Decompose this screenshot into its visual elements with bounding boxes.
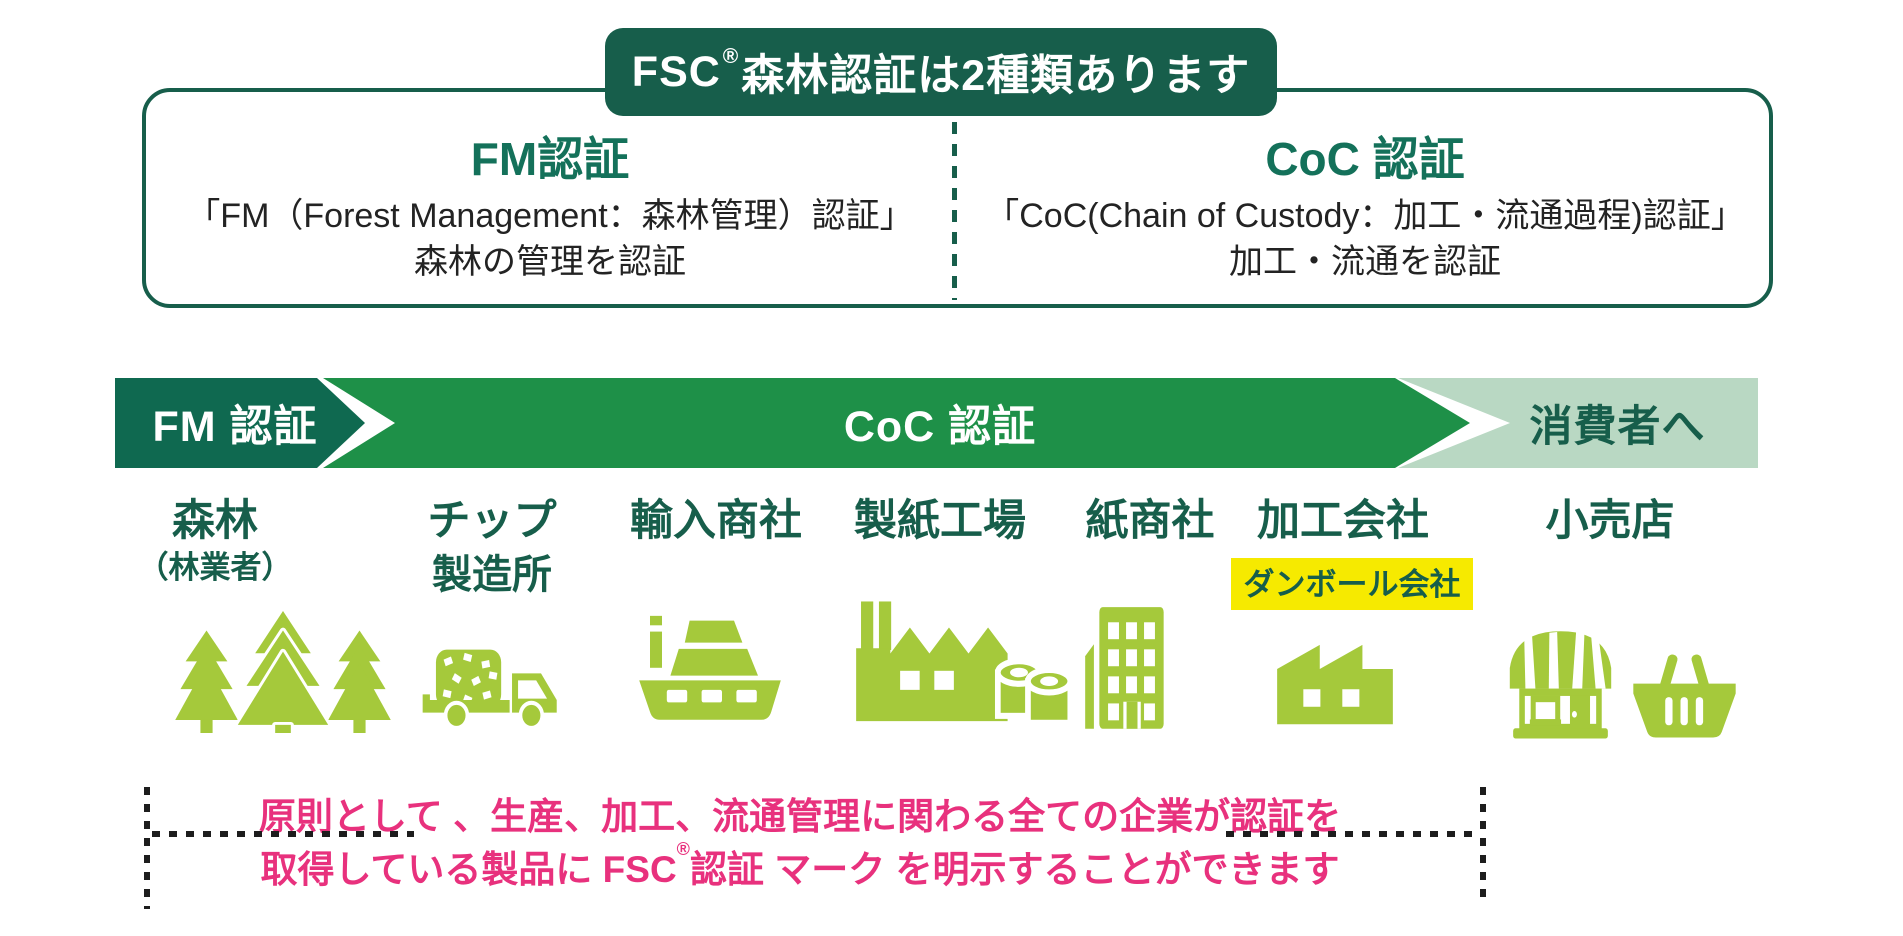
processing-factory-icon bbox=[1268, 630, 1402, 731]
coverage-bracket-right-vertical bbox=[1480, 787, 1486, 905]
fm-arrow-shape bbox=[115, 378, 365, 468]
title-badge: FSC®森林認証は2種類あります bbox=[605, 28, 1277, 116]
fm-band-label: FM 認証 bbox=[152, 403, 318, 451]
retail-store-icon bbox=[1502, 621, 1619, 740]
chip-truck-icon bbox=[413, 630, 570, 735]
office-building-icon bbox=[1083, 602, 1192, 733]
footnote-registered-mark: ® bbox=[676, 839, 690, 860]
stage-import-trader: 輸入商社 bbox=[556, 497, 876, 545]
stage-import-trader-label: 輸入商社 bbox=[630, 497, 802, 545]
stage-chip-mill: チップ 製造所 bbox=[332, 497, 652, 599]
fm-description-line1: 「FM（Forest Management：森林管理）認証」 bbox=[186, 197, 914, 235]
stage-forest: 森林 （林業者） bbox=[55, 497, 375, 586]
stage-processing-company: 加工会社 bbox=[1183, 497, 1503, 545]
coverage-bracket-left-horizontal bbox=[152, 831, 414, 837]
stage-retail-store: 小売店 bbox=[1450, 497, 1770, 545]
fm-description-line2: 森林の管理を認証 bbox=[414, 242, 686, 281]
consumer-band-shape bbox=[1398, 378, 1758, 468]
coc-certification-panel: CoC 認証 「CoC(Chain of Custody：加工・流通過程)認証」… bbox=[961, 92, 1769, 304]
stage-forest-sublabel: （林業者） bbox=[137, 550, 293, 586]
registered-mark: ® bbox=[722, 45, 740, 68]
forest-trees-icon bbox=[170, 611, 396, 733]
title-badge-text-rest: 森林認証は2種類あります bbox=[741, 52, 1251, 100]
coc-heading: CoC 認証 bbox=[1265, 133, 1465, 185]
cargo-ship-icon bbox=[632, 608, 788, 726]
flow-arrow-band bbox=[115, 378, 1758, 468]
stage-paper-trader-label: 紙商社 bbox=[1085, 497, 1215, 545]
cardboard-company-highlight: ダンボール会社 bbox=[1231, 558, 1473, 610]
footnote-line2-post: 認証 マーク を明示することができます bbox=[689, 848, 1340, 890]
title-badge-text: FSC bbox=[631, 47, 721, 96]
stage-chip-label: チップ bbox=[427, 497, 557, 545]
consumer-band-label: 消費者へ bbox=[1529, 403, 1706, 451]
stage-paper-mill-label: 製紙工場 bbox=[854, 497, 1026, 545]
stage-forest-label: 森林 bbox=[172, 497, 258, 545]
footnote-line2-pre: 取得している製品に FSC bbox=[260, 848, 677, 890]
coc-description-line1: 「CoC(Chain of Custody：加工・流通過程)認証」 bbox=[985, 197, 1745, 235]
coc-description-line2: 加工・流通を認証 bbox=[1229, 242, 1501, 281]
coc-arrow-shape bbox=[323, 378, 1470, 468]
stage-processing-company-label: 加工会社 bbox=[1257, 497, 1429, 545]
stage-retail-store-label: 小売店 bbox=[1545, 497, 1675, 545]
stage-chip-sublabel: 製造所 bbox=[432, 553, 552, 598]
footnote-line1: 原則として 、生産、加工、流通管理に関わる全ての企業が認証を bbox=[258, 796, 1342, 837]
fm-heading: FM認証 bbox=[470, 133, 630, 185]
coverage-bracket-left-vertical bbox=[144, 787, 150, 909]
fm-certification-panel: FM認証 「FM（Forest Management：森林管理）認証」 森林の管… bbox=[146, 92, 954, 304]
certification-types-box: FM認証 「FM（Forest Management：森林管理）認証」 森林の管… bbox=[142, 88, 1773, 308]
footnote: 原則として 、生産、加工、流通管理に関わる全ての企業が認証を 取得している製品に… bbox=[150, 791, 1450, 896]
coverage-bracket-right-horizontal bbox=[1226, 831, 1480, 837]
shopping-basket-icon bbox=[1628, 642, 1741, 740]
coc-band-label: CoC 認証 bbox=[843, 403, 1037, 451]
dashed-divider bbox=[952, 122, 957, 300]
footnote-line2: 取得している製品に FSC®認証 マーク を明示することができます bbox=[150, 839, 1450, 897]
stage-paper-trader: 紙商社 bbox=[990, 497, 1310, 545]
stage-paper-mill: 製紙工場 bbox=[780, 497, 1100, 545]
paper-mill-icon bbox=[848, 598, 1076, 728]
